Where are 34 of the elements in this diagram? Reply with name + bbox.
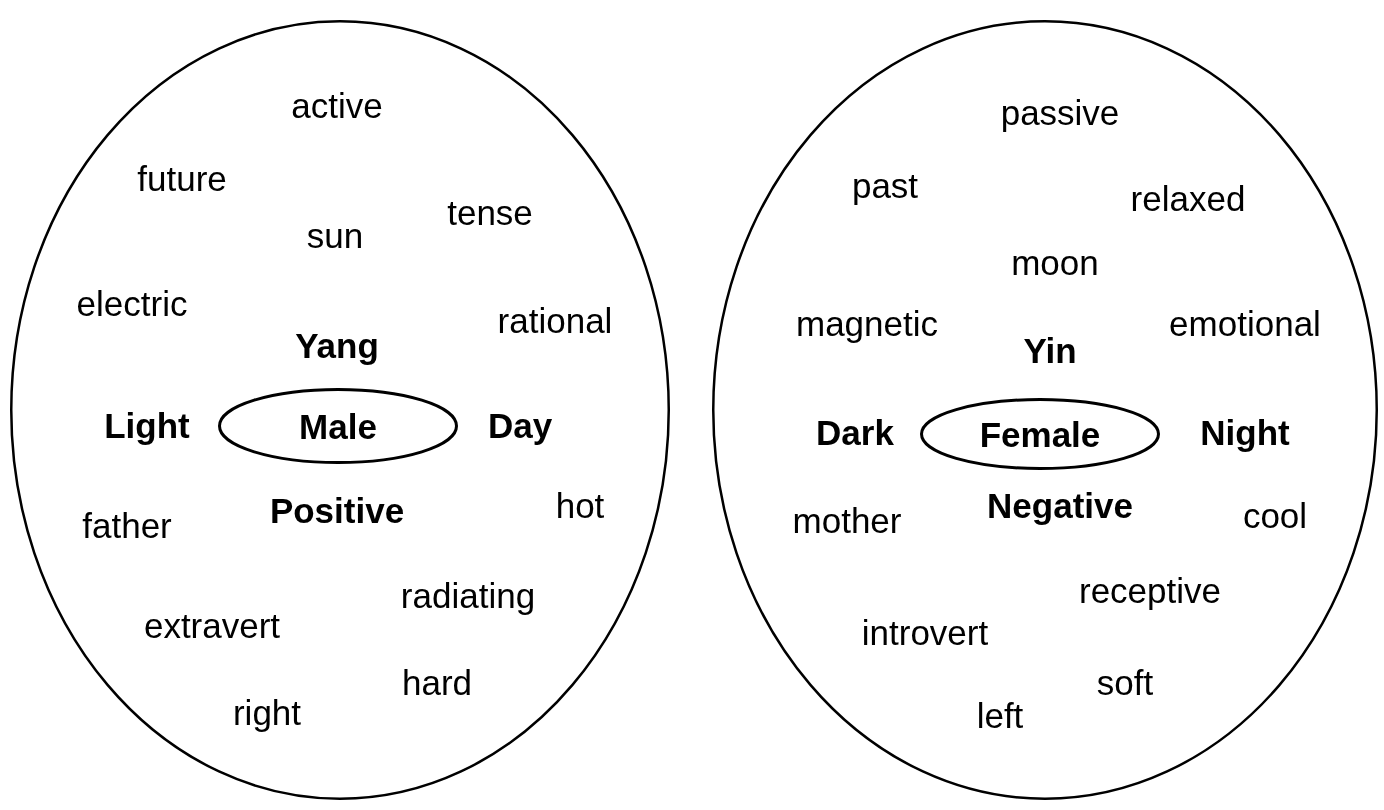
word-label: hard — [401, 664, 473, 700]
word-label: Male — [299, 408, 377, 444]
word-label: left — [976, 697, 1024, 733]
word-label: hot — [555, 487, 605, 523]
word-label: electric — [76, 285, 188, 321]
word-label: Female — [979, 416, 1101, 452]
word-label: Yin — [1023, 332, 1077, 368]
word-label: Night — [1200, 414, 1290, 450]
word-label: active — [291, 87, 383, 123]
word-label: mother — [792, 502, 902, 538]
word-label: emotional — [1169, 305, 1321, 341]
word-label: Light — [104, 407, 190, 443]
word-label: right — [232, 694, 302, 730]
word-label: introvert — [861, 614, 989, 650]
word-label: Negative — [987, 487, 1133, 523]
word-label: Positive — [269, 492, 405, 528]
word-label: relaxed — [1130, 180, 1246, 216]
word-label: Dark — [816, 414, 894, 450]
word-label: Yang — [295, 327, 379, 363]
word-label: past — [851, 167, 919, 203]
word-label: receptive — [1079, 572, 1221, 608]
word-label: cool — [1242, 497, 1308, 533]
word-label: soft — [1096, 664, 1154, 700]
word-label: moon — [1011, 244, 1099, 280]
word-label: tense — [447, 194, 533, 230]
word-label: magnetic — [796, 305, 938, 341]
word-label: sun — [306, 217, 364, 253]
word-label: future — [137, 160, 227, 196]
word-label: Day — [487, 407, 553, 443]
word-label: father — [82, 507, 172, 543]
word-label: rational — [497, 302, 613, 338]
word-label: radiating — [400, 577, 536, 613]
word-label: extravert — [143, 607, 281, 643]
word-label: passive — [1000, 94, 1120, 130]
